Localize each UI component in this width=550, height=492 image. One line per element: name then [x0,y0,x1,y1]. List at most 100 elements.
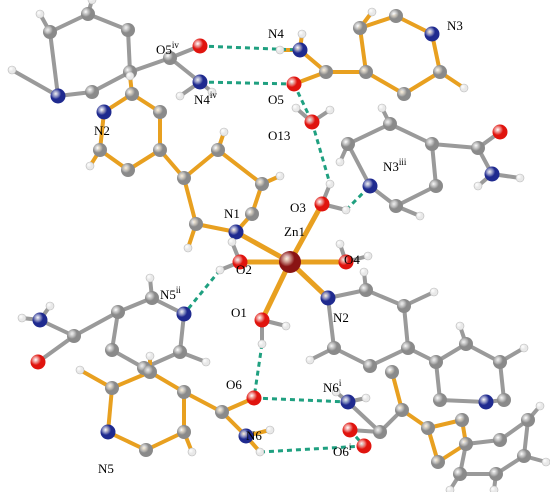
atom-c-e5 [389,199,403,213]
atom-h-h2 [87,0,97,5]
atom-c-f2 [359,283,373,297]
bond-a6-h3 [10,68,60,98]
atom-c-c6 [93,143,107,157]
atom-o-o3 [314,196,330,212]
bond-a1-a2 [48,12,90,34]
hbond-n8-k9 [253,396,349,404]
atom-c-n4 [177,425,191,439]
atom-c-c5 [121,163,135,177]
atom-c-k10 [493,433,507,447]
atom-c-e4 [429,179,443,193]
label-O2: O2 [236,262,252,277]
atom-h-h26 [227,237,237,247]
atom-h-h47 [187,447,197,457]
label-O13: O13 [268,128,290,143]
atom-zn-zn [279,251,301,273]
atom-h-h13 [85,161,95,171]
label-O4: O4 [344,252,360,267]
atom-h-h4 [175,91,185,101]
hbond-h29-n8 [252,343,264,399]
atom-o-k8 [342,422,358,438]
atom-c-a5 [85,85,99,99]
atom-o-o13 [304,114,320,130]
atom-h-h6 [367,7,377,17]
atom-c-f3 [397,299,411,313]
atom-c-b4 [433,65,447,79]
label-N3: N3 [447,18,463,33]
atom-h-h37 [535,401,545,411]
bond-zn-o3 [287,201,325,265]
bond-b4-b5 [402,70,442,96]
bond-e2-e3 [388,122,434,146]
label-N2: N2 [333,310,349,325]
atom-n-k9 [340,394,356,410]
atom-c-n3 [177,385,191,399]
atom-n-g5 [478,394,494,410]
atom-h-h21 [335,157,345,167]
atom-h-h41 [145,273,155,283]
atom-c-a3 [121,23,135,37]
atom-c-c2 [125,87,139,101]
atom-c-k1 [385,365,399,379]
atom-n-a9 [192,74,208,90]
atom-h-h20 [515,173,525,183]
atom-o-o1 [254,312,270,328]
bond-e4-e5 [394,184,438,208]
bond-e6-e1 [346,142,372,188]
atom-h-h35 [331,387,341,397]
atom-c-g2 [459,337,473,351]
hbond-a8-b9 [199,44,301,52]
atom-h-h15 [275,171,285,181]
atom-h-h10 [325,105,335,115]
atom-o-o4 [338,254,354,270]
bond-f4-f5 [368,346,410,368]
label-Zn1: Zn1 [284,224,305,239]
atom-o-o6i [356,438,372,454]
atom-o-e8 [492,124,508,140]
atom-h-h36 [361,393,371,403]
bond-e1-e2 [346,122,392,146]
bond-d2-d3 [216,148,264,186]
atom-h-h31 [429,287,439,297]
atom-h-h8 [297,29,307,39]
atom-h-h5 [207,87,217,97]
label-N4iv: N4iv [194,90,217,107]
atom-c-n5 [139,443,153,457]
bond-a6-a1 [48,30,60,98]
bond-f3-f4 [402,304,410,350]
label-N4: N4 [268,26,284,41]
atom-c-k12 [517,449,531,463]
atom-c-f6 [327,341,341,355]
bond-a2-a3 [86,12,130,32]
hbond-h27-m1 [182,269,222,315]
atom-c-k2 [395,403,409,417]
atom-c-k14 [453,467,467,481]
label-O6: O6 [226,377,242,392]
atom-c-n1 [105,381,119,395]
atom-h-h46 [145,351,155,361]
atom-c-b2 [389,9,403,23]
bond-b5-b6 [364,70,406,96]
atom-n-n9 [238,428,254,444]
atom-c-c3 [153,105,167,119]
label-O3: O3 [290,200,306,215]
atom-c-k3 [421,421,435,435]
atom-h-h1 [35,9,45,19]
atom-c-e3 [425,137,439,151]
atom-c-k6 [431,455,445,469]
atom-n-m9 [32,312,48,328]
bond-e3-e7 [430,142,480,150]
bond-f6-f1 [326,296,336,350]
atom-h-h39 [489,485,499,492]
atom-h-h42 [201,357,211,367]
atom-o-n8 [246,390,262,406]
atom-c-e1 [341,137,355,151]
atom-h-h24 [335,239,345,249]
label-O5iv: O5iv [156,40,179,57]
atom-h-h49 [265,425,275,435]
atom-c-m6 [173,345,187,359]
bond-a4-a5 [90,70,132,94]
atom-h-h16 [183,243,193,253]
atom-c-a2 [81,7,95,21]
bond-d1-d2 [182,148,220,180]
